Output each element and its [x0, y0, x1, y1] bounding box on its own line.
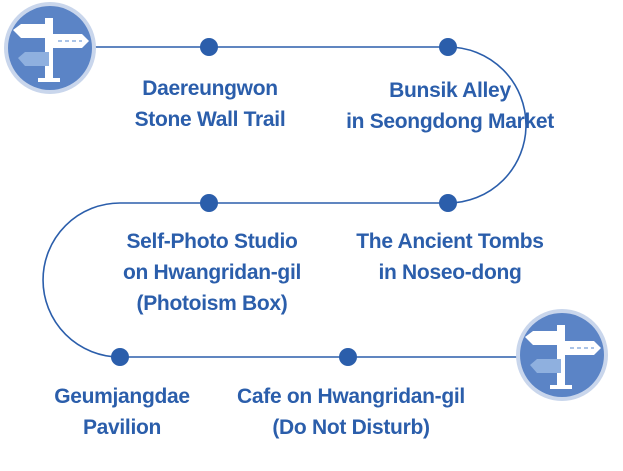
end-signpost-badge: [516, 309, 608, 401]
stop-dot-geumjangdae: [111, 348, 129, 366]
stop-dot-bunsik: [439, 38, 457, 56]
route-line: [42, 46, 560, 358]
stop-dot-daereungwon: [200, 38, 218, 56]
stop-label-bunsik: Bunsik Alley in Seongdong Market: [330, 75, 570, 137]
stop-label-line: Stone Wall Trail: [134, 108, 286, 131]
stop-label-photo-studio: Self-Photo Studio on Hwangridan-gil (Pho…: [92, 226, 332, 319]
stop-label-geumjangdae: Geumjangdae Pavilion: [2, 381, 242, 443]
stop-label-ancient-tombs: The Ancient Tombs in Noseo-dong: [330, 226, 570, 288]
stop-label-line: (Do Not Disturb): [272, 416, 430, 439]
stop-label-line: Pavilion: [82, 416, 162, 439]
signpost-icon: [13, 18, 89, 82]
stop-label-daereungwon: Daereungwon Stone Wall Trail: [90, 73, 330, 135]
stop-label-line: Cafe on Hwangridan-gil: [237, 385, 465, 408]
stop-label-line: Daereungwon: [142, 77, 278, 100]
start-signpost-badge: [4, 2, 96, 94]
stop-dot-cafe: [339, 348, 357, 366]
stop-label-line: in Seongdong Market: [346, 110, 554, 133]
stop-label-line: (Photoism Box): [136, 292, 288, 315]
stop-label-line: on Hwangridan-gil: [122, 261, 302, 284]
stop-label-line: Self-Photo Studio: [126, 230, 298, 253]
stop-label-line: The Ancient Tombs: [356, 230, 544, 253]
stop-label-line: Bunsik Alley: [389, 79, 511, 102]
stop-label-line: Geumjangdae: [54, 385, 190, 408]
signpost-icon: [525, 325, 601, 389]
stop-label-cafe: Cafe on Hwangridan-gil (Do Not Disturb): [231, 381, 471, 443]
stop-dot-photo-studio: [200, 194, 218, 212]
stop-dot-ancient-tombs: [439, 194, 457, 212]
stop-label-line: in Noseo-dong: [378, 261, 522, 284]
